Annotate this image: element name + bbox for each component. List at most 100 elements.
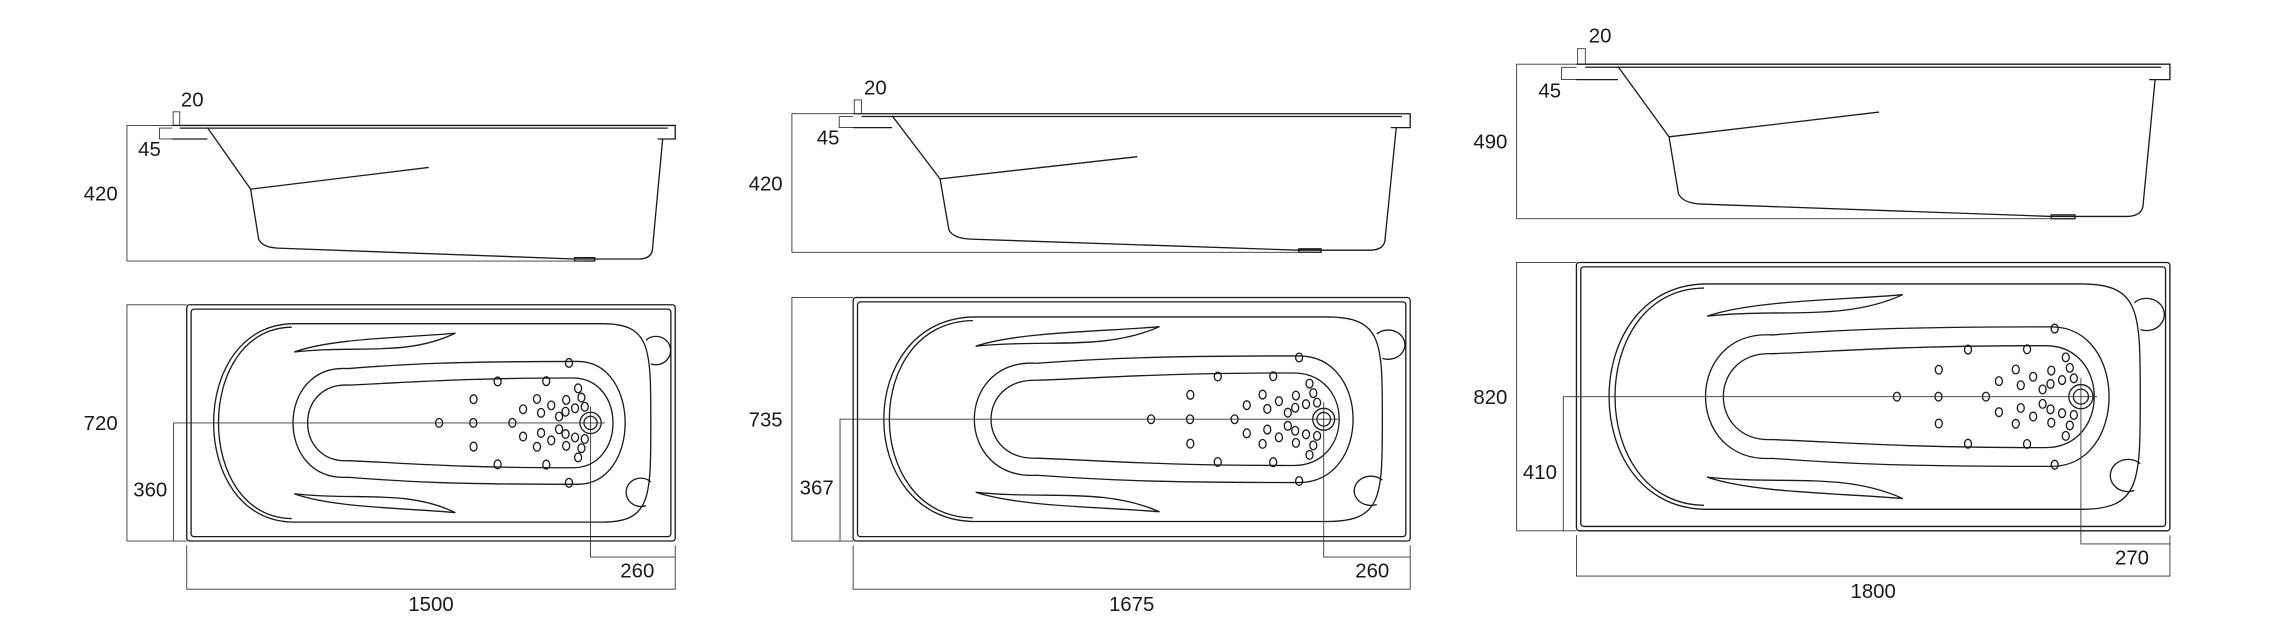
height-label: 490 bbox=[1473, 132, 1507, 154]
rim-thickness-label: 20 bbox=[181, 89, 204, 111]
side-view: 490 45 20 bbox=[1473, 26, 2171, 220]
rim-height-label: 45 bbox=[138, 139, 161, 161]
height-label: 420 bbox=[84, 184, 118, 206]
soap-dish-icon bbox=[1353, 475, 1383, 507]
anti-slip-dot bbox=[2046, 404, 2055, 415]
soap-dish-icon bbox=[2133, 297, 2165, 332]
rim-thickness-dimension-line bbox=[1577, 48, 1586, 65]
anti-slip-dot bbox=[1242, 428, 1251, 439]
anti-slip-dot bbox=[493, 459, 502, 470]
armrest-wave bbox=[975, 326, 1160, 347]
anti-slip-dot bbox=[1994, 407, 2004, 418]
half-width-dimension-line bbox=[839, 418, 1339, 542]
anti-slip-dot bbox=[1213, 371, 1222, 382]
anti-slip-dot bbox=[1263, 403, 1272, 414]
anti-slip-dot bbox=[2065, 420, 2074, 431]
width-label: 735 bbox=[749, 410, 783, 432]
anti-slip-dot bbox=[1186, 389, 1195, 400]
anti-slip-dot bbox=[1283, 420, 1292, 431]
rim-height-dimension-line bbox=[838, 116, 854, 129]
length-label: 1675 bbox=[1109, 594, 1154, 616]
rim-height-label: 45 bbox=[817, 128, 840, 150]
drain-offset-dimension-line bbox=[2080, 377, 2171, 545]
anti-slip-dot bbox=[532, 393, 542, 405]
anti-slip-dot bbox=[2046, 378, 2055, 389]
rim-thickness-label: 20 bbox=[1589, 26, 1612, 48]
anti-slip-dot bbox=[1305, 378, 1314, 389]
anti-slip-dot bbox=[570, 403, 580, 414]
soap-dish-icon bbox=[645, 335, 672, 366]
anti-slip-dot bbox=[518, 431, 528, 442]
anti-slip-dot bbox=[1258, 438, 1267, 449]
drain-offset-label: 260 bbox=[1355, 560, 1389, 582]
anti-slip-dot bbox=[580, 401, 589, 412]
height-label: 420 bbox=[749, 173, 783, 195]
anti-slip-dot bbox=[2022, 438, 2032, 450]
anti-slip-dot bbox=[2057, 375, 2067, 386]
height-dimension-line bbox=[1516, 63, 2064, 220]
basin-outline bbox=[883, 316, 1383, 523]
anti-slip-dot bbox=[2050, 323, 2059, 334]
tub-body-outline bbox=[1617, 66, 2156, 218]
width-label: 820 bbox=[1473, 387, 1507, 409]
rim-thickness-dimension-line bbox=[853, 99, 862, 114]
anti-slip-dot bbox=[1269, 371, 1278, 382]
anti-slip-dot bbox=[2069, 409, 2079, 420]
anti-slip-dot bbox=[562, 440, 571, 451]
anti-slip-dot bbox=[2011, 364, 2020, 375]
half-width-label: 410 bbox=[1523, 462, 1557, 484]
anti-slip-dot bbox=[577, 443, 586, 454]
anti-slip-dot bbox=[1305, 449, 1314, 460]
rim-outline bbox=[853, 113, 1411, 129]
anti-slip-dot bbox=[1301, 399, 1311, 410]
length-dimension-line bbox=[186, 545, 676, 590]
height-dimension-line bbox=[126, 124, 585, 262]
rim-outline bbox=[172, 124, 676, 140]
anti-slip-dot bbox=[1963, 438, 1973, 449]
anti-slip-dot bbox=[564, 357, 574, 368]
height-dimension-line bbox=[791, 113, 1310, 253]
rim-height-dimension-line bbox=[159, 127, 173, 140]
rim-outline bbox=[1576, 63, 2171, 81]
anti-slip-dot bbox=[1283, 407, 1292, 418]
soap-dish-icon bbox=[1376, 329, 1406, 360]
anti-slip-dot bbox=[580, 433, 589, 445]
backrest-line bbox=[1668, 111, 1880, 138]
anti-slip-dot bbox=[1291, 437, 1301, 448]
length-label: 1500 bbox=[408, 594, 453, 616]
anti-slip-dot bbox=[2061, 430, 2070, 441]
anti-slip-dot bbox=[1934, 364, 1943, 375]
anti-slip-dot bbox=[542, 376, 551, 387]
anti-slip-dot bbox=[2028, 371, 2038, 382]
anti-slip-dot bbox=[554, 411, 564, 422]
anti-slip-dot bbox=[561, 406, 570, 417]
anti-slip-dot bbox=[2047, 417, 2056, 428]
tub-body-outline bbox=[891, 115, 1397, 251]
anti-slip-dot bbox=[2028, 411, 2038, 422]
anti-slip-dot bbox=[1274, 396, 1284, 407]
anti-slip-dot bbox=[570, 432, 580, 443]
anti-slip-dot bbox=[1242, 400, 1251, 411]
anti-slip-dot bbox=[1312, 397, 1322, 408]
side-view: 420 45 20 bbox=[84, 89, 676, 262]
armrest-wave bbox=[293, 332, 456, 353]
floor-inner-ring bbox=[990, 372, 1340, 467]
anti-slip-dot bbox=[469, 441, 478, 452]
anti-slip-dot bbox=[493, 376, 502, 387]
anti-slip-dot bbox=[2057, 408, 2067, 419]
floor-outer-ring bbox=[292, 360, 626, 485]
anti-slip-dot bbox=[1994, 376, 2004, 387]
anti-slip-dot bbox=[532, 441, 542, 452]
anti-slip-dot bbox=[547, 435, 556, 446]
drain-offset-dimension-line bbox=[1323, 402, 1411, 558]
width-dimension-line bbox=[1516, 262, 1577, 532]
anti-slip-dot bbox=[573, 452, 583, 463]
rim-height-label: 45 bbox=[1538, 81, 1561, 103]
backrest-line bbox=[939, 156, 1138, 180]
drain-offset-label: 260 bbox=[620, 560, 654, 582]
